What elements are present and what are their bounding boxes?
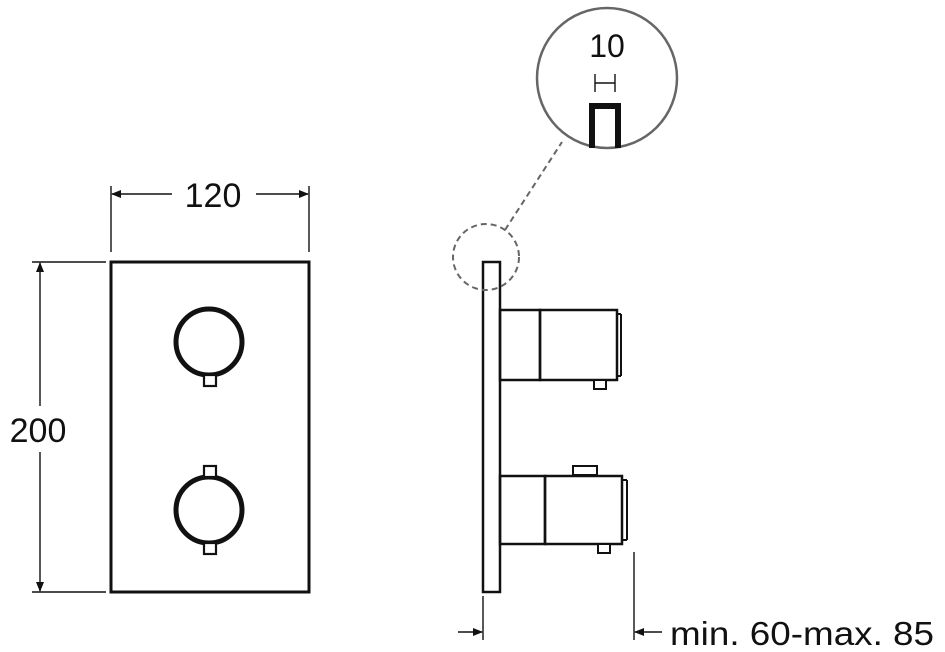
detail-view: 10 — [535, 6, 679, 150]
thickness-dimension-label: 10 — [589, 28, 625, 64]
side-upper-handle — [498, 308, 622, 390]
side-plate — [481, 260, 502, 594]
width-dimension: 120 — [110, 177, 310, 252]
detail-magnifier — [535, 6, 679, 150]
projection-dimension: min. 60-max. 85 — [458, 552, 934, 652]
height-dimension-label: 200 — [10, 412, 67, 450]
front-view: 120 200 — [10, 177, 311, 594]
front-plate — [109, 260, 311, 594]
width-dimension-label: 120 — [185, 177, 242, 215]
detail-leader-line — [504, 141, 563, 231]
projection-dimension-label: min. 60-max. 85 — [670, 615, 934, 652]
detail-plate-profile — [589, 103, 621, 148]
side-view: min. 60-max. 85 — [452, 141, 934, 652]
height-dimension: 200 — [10, 261, 106, 593]
side-lower-handle — [498, 465, 628, 554]
detail-callout-circle — [452, 223, 520, 291]
front-lower-knob — [173, 464, 245, 556]
front-upper-knob — [173, 306, 245, 388]
